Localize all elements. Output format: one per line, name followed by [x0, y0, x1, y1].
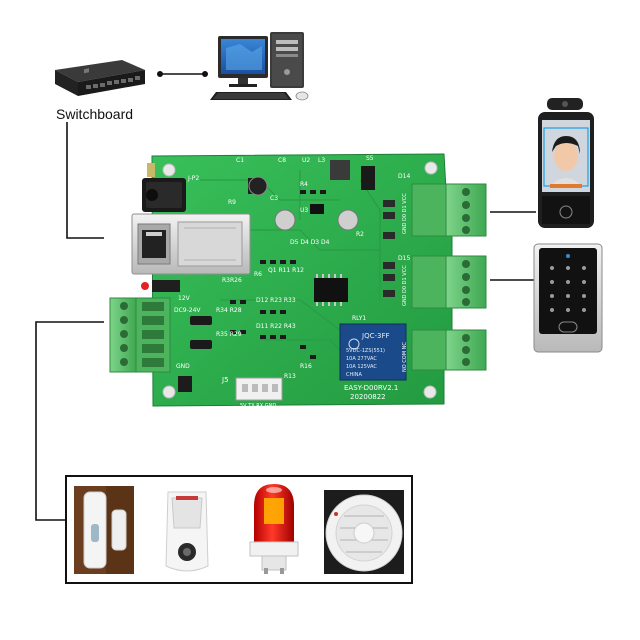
silk-r4: R4 [300, 181, 308, 188]
relay-brand: JQC-3FF [361, 332, 390, 340]
silk-d15: D15 [398, 255, 410, 262]
relay-spec-1: 5VDC-1ZS(551) [346, 348, 385, 354]
silk-rly: RLY1 [352, 315, 366, 322]
board-model: EASY-D00RV2.1 [344, 384, 398, 392]
network-switch-icon [55, 60, 145, 96]
silk-c1: C1 [236, 157, 244, 164]
silk-d5: D5 D4 D3 D4 [290, 239, 330, 246]
silk-d12: D12 R23 R33 [256, 297, 296, 304]
silk-l3: L3 [318, 157, 325, 164]
silk-wg2: GND D0 D1 VCC [402, 265, 408, 306]
red-warning-beacon-icon [249, 484, 299, 574]
relay-terminal-text: NO COM NC [402, 342, 408, 372]
silk-r6: R6 [254, 271, 262, 278]
power-led [141, 282, 149, 290]
switch-computer-link [157, 71, 208, 77]
controller-board: C1 C8 U2 L3 S5 D14 J-P2 R9 R4 C3 U3 D5 D… [109, 153, 487, 409]
wiegand-terminal-1 [411, 183, 487, 237]
connector-label: J5 [221, 376, 229, 384]
door-contact-sensor-icon [74, 486, 134, 574]
rj45-port [131, 213, 251, 275]
relay-spec-2: 10A 277VAC [346, 356, 377, 362]
relay-terminal [411, 329, 487, 371]
silk-r28: R34 R28 [216, 307, 242, 314]
silk-r29: R35 R29 [216, 331, 242, 338]
j5-connector [235, 377, 283, 401]
jumper-headers [190, 316, 212, 349]
board-date: 20200822 [350, 393, 386, 401]
smoke-detector-icon [324, 490, 404, 574]
sensor-wire [35, 321, 104, 521]
desktop-computer-icon [210, 32, 309, 101]
face-recognition-terminal-icon [538, 98, 594, 228]
silk-r3r26: R3R26 [222, 277, 242, 284]
silk-s5: S5 [366, 155, 374, 162]
silk-c3: C3 [270, 195, 278, 202]
silk-u3: U3 [300, 207, 308, 214]
silk-u2: U2 [302, 157, 310, 164]
silk-r9: R9 [228, 199, 236, 206]
silk-r2: R2 [356, 231, 364, 238]
left-terminal-block [109, 297, 171, 373]
pir-motion-sensor-icon [165, 491, 209, 572]
silk-wg1: GND D0 D1 VCC [402, 193, 408, 234]
dc-power-jack [142, 178, 186, 212]
wiegand-terminal-2 [411, 255, 487, 309]
main-ic [314, 274, 348, 306]
silk-d11: D11 R22 R43 [256, 323, 296, 330]
silk-gnd: GND [176, 363, 190, 370]
silk-q1: Q1 R11 R12 [268, 267, 304, 274]
ethernet-wire [66, 122, 104, 239]
silk-j2: J-P2 [187, 175, 199, 182]
silk-r13: R13 [284, 373, 296, 380]
silk-d14: D14 [398, 173, 410, 180]
switch-ports [86, 76, 140, 89]
alarm-devices-frame [65, 475, 413, 584]
relay-spec-4: CHINA [346, 372, 362, 378]
relay-spec-3: 10A 125VAC [346, 364, 377, 370]
silk-j5-pins: 5V TX RX GND [240, 403, 276, 409]
silk-12v: 12V [178, 295, 191, 302]
mounting-holes [162, 161, 438, 399]
access-keypad-icon [533, 243, 603, 353]
relay [339, 323, 407, 381]
silk-c8: C8 [278, 157, 286, 164]
silk-r16: R16 [300, 363, 312, 370]
switchboard-label: Switchboard [56, 106, 134, 122]
silk-dc: DC9-24V [174, 307, 201, 314]
